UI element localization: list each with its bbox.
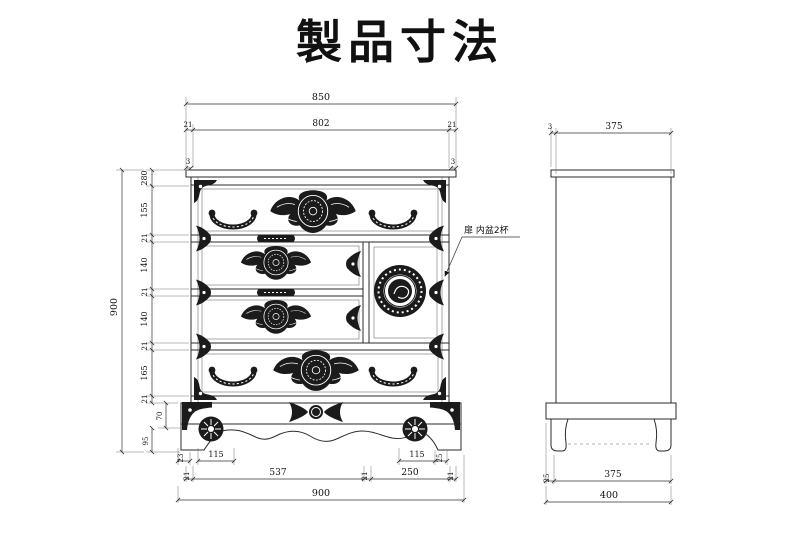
base-center-plate [288, 401, 344, 423]
ring-handle-bottom-right [369, 367, 418, 384]
dim-front-overall-width: 850 [312, 92, 330, 103]
drawer-2 [201, 245, 360, 286]
dim-chain-3: 140 [140, 257, 149, 272]
rosette-left [198, 416, 224, 442]
round-lock-plate [373, 264, 427, 318]
corner-bracket-bottom-right [423, 377, 446, 400]
crest-plate-top [269, 189, 357, 234]
ring-handle-top-right [369, 210, 418, 227]
side-view [545, 169, 677, 452]
dim-chain-2: 21 [141, 234, 149, 243]
dim-side-base-overhang: 25 [543, 474, 551, 483]
height-chain: 280 155 21 140 21 140 21 165 21 [140, 167, 189, 406]
crest-plate-middle-1 [240, 245, 312, 281]
crest-plate-middle-2 [240, 299, 312, 335]
dim-front-overall-height: 900 [109, 298, 120, 316]
dim-rosette-right: 115 [409, 450, 424, 459]
dim-chain-1: 155 [140, 202, 149, 217]
corner-bracket-bottom-left [194, 377, 217, 400]
door-annotation: 扉 内盆2杯 [444, 224, 520, 277]
base-rail [180, 402, 462, 425]
ring-handle-bottom-left [209, 367, 258, 384]
dim-side-depth-bottom: 375 [604, 470, 621, 480]
dim-chain-8: 21 [141, 395, 149, 404]
dim-front-inner-width: 802 [312, 119, 329, 129]
rail-plate-2 [256, 288, 296, 297]
front-structure [180, 169, 462, 451]
dim-bottom-1: 537 [269, 468, 286, 478]
dim-chain-4: 21 [141, 288, 149, 297]
dim-front-right-stile: 21 [448, 121, 457, 129]
dim-bottom-3: 250 [401, 468, 418, 478]
dim-chain-6: 21 [141, 342, 149, 351]
dim-side-depth-top: 375 [605, 122, 622, 132]
side-top-board [550, 169, 675, 178]
front-dimensions: 850 21 802 21 3 3 [109, 92, 467, 503]
dim-bottom-4: 21 [447, 472, 455, 481]
dim-chain-5: 140 [140, 311, 149, 326]
door-annotation-text: 扉 内盆2杯 [464, 224, 509, 236]
front-view [180, 169, 462, 451]
front-ornaments [182, 180, 460, 442]
dim-bottom-2: 21 [361, 472, 369, 481]
page-title: 製品寸法 [296, 15, 504, 69]
dim-side-overall-depth: 400 [600, 490, 618, 501]
side-body [555, 176, 672, 404]
drawer-3 [201, 299, 360, 340]
crest-plate-bottom [272, 349, 360, 392]
dim-front-right-overhang: 3 [451, 158, 455, 166]
dim-base-lower: 95 [142, 437, 150, 446]
rail-plate-1 [256, 234, 296, 243]
ring-handle-top-left [209, 210, 258, 227]
rosette-right [402, 416, 428, 442]
base-corner-bracket-right [430, 402, 460, 430]
dim-front-left-overhang: 3 [186, 158, 190, 166]
side-foot-back [653, 418, 672, 452]
dim-foot-inset-right: 25 [436, 454, 444, 463]
dim-chain-0: 280 [140, 170, 149, 185]
dim-front-overall-base-width: 900 [312, 488, 330, 499]
side-dimensions: 3 375 25 375 400 [543, 122, 674, 505]
dim-chain-7: 165 [140, 365, 149, 380]
dim-foot-inset-left: 23 [177, 454, 185, 463]
dim-rosette-left: 115 [208, 450, 223, 459]
dim-front-left-stile: 21 [184, 121, 193, 129]
dim-base-upper: 70 [156, 412, 164, 421]
dim-side-top-overhang: 3 [548, 123, 552, 131]
dim-bottom-0: 21 [183, 472, 191, 481]
corner-bracket-top-left [194, 180, 217, 203]
side-foot-front [550, 418, 569, 452]
top-board [185, 169, 457, 178]
corner-bracket-top-right [423, 180, 446, 203]
side-base-rail [545, 402, 677, 420]
